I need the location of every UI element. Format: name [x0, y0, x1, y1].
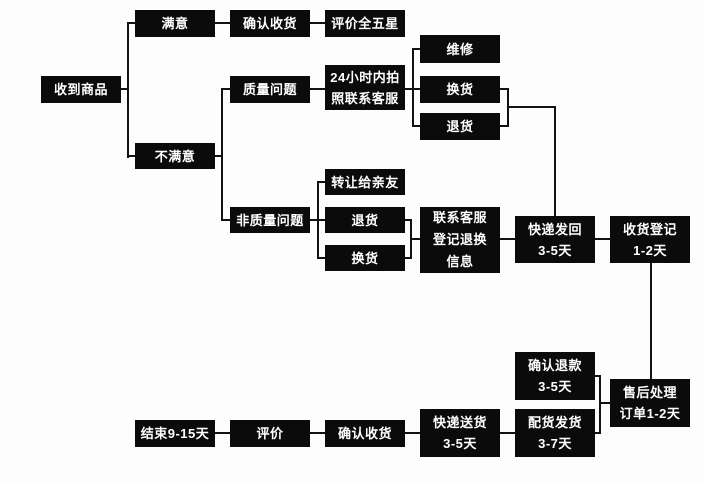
- node-express-send-back: 快递发回 3-5天: [515, 216, 595, 263]
- connector-line: [215, 432, 230, 434]
- connector-line: [405, 432, 420, 434]
- node-contact-cs-register: 联系客服 登记退换 信息: [420, 207, 500, 273]
- node-return-non-quality: 退货: [325, 207, 405, 233]
- connector-line: [310, 88, 325, 90]
- node-aftersales-process: 售后处理 订单1-2天: [610, 379, 690, 427]
- connector-line: [595, 238, 610, 240]
- connector-line: [412, 125, 420, 127]
- connector-line: [405, 257, 412, 259]
- node-receipt-register: 收货登记 1-2天: [610, 216, 690, 263]
- connector-line: [127, 22, 135, 24]
- connector-line: [317, 257, 325, 259]
- connector-line: [310, 219, 319, 221]
- connector-line: [500, 88, 509, 90]
- connector-line: [215, 22, 230, 24]
- node-non-quality-issue: 非质量问题: [230, 207, 310, 233]
- connector-line: [595, 375, 601, 377]
- node-express-delivery: 快递送货 3-5天: [420, 409, 500, 457]
- connector-line: [554, 106, 556, 216]
- node-five-star-review: 评价全五星: [325, 10, 405, 37]
- node-exchange-non-quality: 换货: [325, 245, 405, 271]
- connector-line: [500, 238, 515, 240]
- node-received-goods: 收到商品: [41, 76, 121, 103]
- node-dispatch-ship: 配货发货 3-7天: [515, 409, 595, 457]
- connector-line: [127, 22, 129, 158]
- connector-line: [412, 48, 420, 50]
- connector-line: [500, 125, 509, 127]
- connector-line: [221, 88, 230, 90]
- node-satisfied: 满意: [135, 10, 215, 37]
- node-end: 结束9-15天: [135, 420, 215, 447]
- node-repair: 维修: [420, 35, 500, 63]
- node-exchange-quality: 换货: [420, 76, 500, 103]
- connector-line: [127, 155, 135, 157]
- connector-line: [599, 402, 610, 404]
- connector-line: [120, 88, 129, 90]
- connector-line: [221, 219, 230, 221]
- node-photo-contact-24h: 24小时内拍 照联系客服: [325, 65, 405, 110]
- node-transfer-to-friends: 转让给亲友: [325, 169, 405, 195]
- node-review: 评价: [230, 420, 310, 447]
- connector-line: [500, 432, 515, 434]
- node-confirm-refund: 确认退款 3-5天: [515, 352, 595, 400]
- connector-line: [317, 219, 325, 221]
- node-confirm-receipt-bottom: 确认收货: [325, 420, 405, 447]
- connector-line: [412, 48, 414, 127]
- node-confirm-receipt-top: 确认收货: [230, 10, 310, 37]
- connector-line: [310, 432, 325, 434]
- node-quality-issue: 质量问题: [230, 76, 310, 103]
- connector-line: [599, 375, 601, 434]
- node-unsatisfied: 不满意: [135, 143, 215, 169]
- connector-line: [507, 106, 556, 108]
- connector-line: [221, 88, 223, 221]
- connector-line: [215, 155, 223, 157]
- connector-line: [650, 263, 652, 379]
- connector-line: [405, 219, 412, 221]
- node-return-quality: 退货: [420, 113, 500, 140]
- connector-line: [317, 181, 325, 183]
- connector-line: [410, 238, 420, 240]
- connector-line: [595, 432, 601, 434]
- connector-line: [310, 22, 325, 24]
